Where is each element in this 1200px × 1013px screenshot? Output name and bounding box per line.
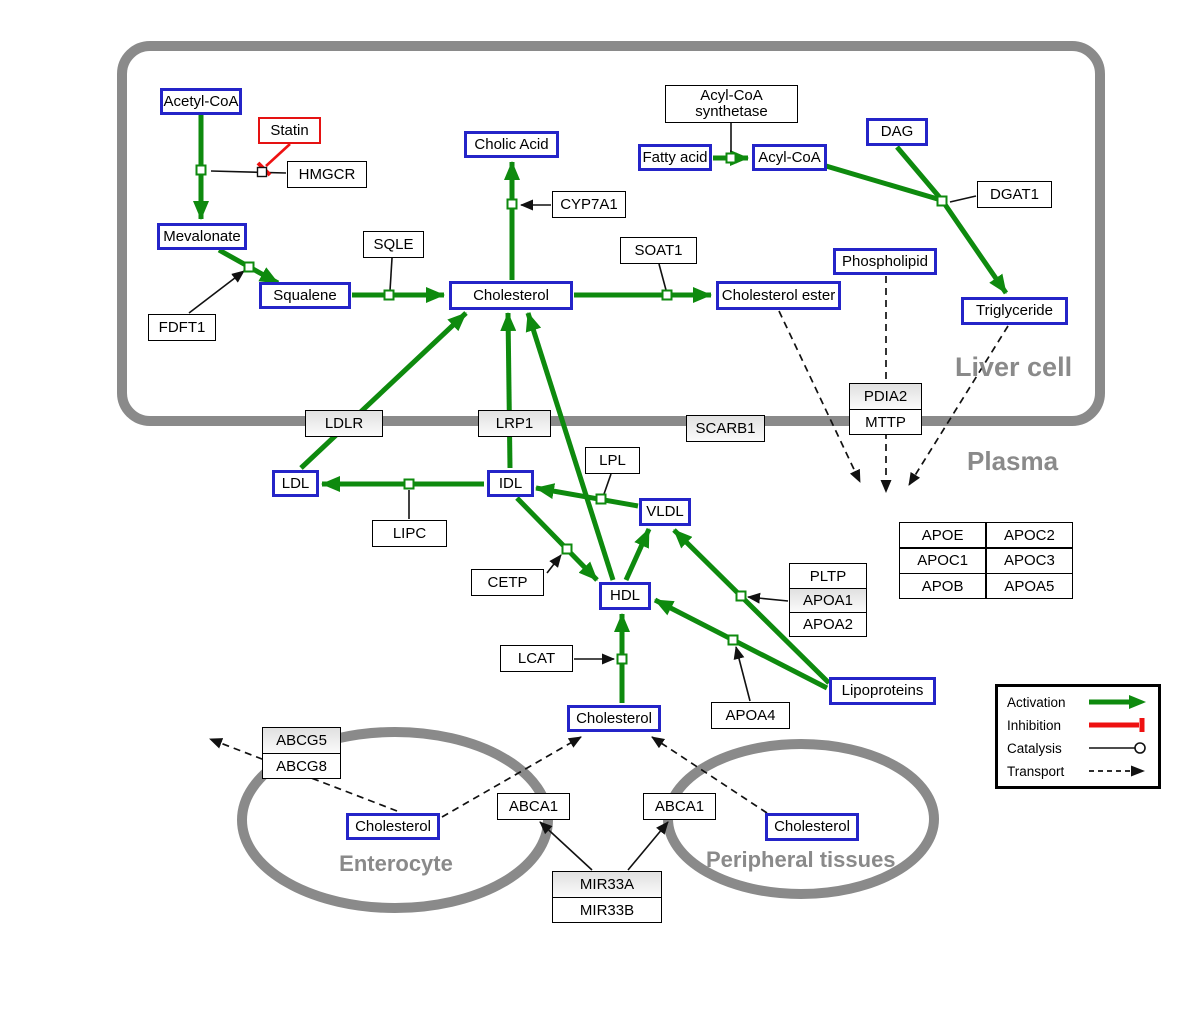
- legend-row-inhibition: Inhibition: [1007, 717, 1149, 733]
- node-squalene[interactable]: Squalene: [259, 282, 351, 309]
- node-lpl[interactable]: LPL: [585, 447, 640, 474]
- node-mir33b[interactable]: MIR33B: [553, 897, 661, 922]
- node-fdft1[interactable]: FDFT1: [148, 314, 216, 341]
- reaction-nodes: [195, 152, 948, 665]
- node-abca1-peripheral[interactable]: ABCA1: [643, 793, 716, 820]
- node-pdia2-mttp-stack: PDIA2 MTTP: [849, 383, 922, 435]
- inhibition-tbar-icon: [1089, 718, 1145, 732]
- node-hdl[interactable]: HDL: [599, 582, 651, 610]
- node-mir33-stack: MIR33A MIR33B: [552, 871, 662, 923]
- node-acyl-coa-synthetase[interactable]: Acyl-CoA synthetase: [665, 85, 798, 123]
- node-pdia2[interactable]: PDIA2: [850, 384, 921, 409]
- node-triglyceride[interactable]: Triglyceride: [961, 297, 1068, 325]
- node-pltp[interactable]: PLTP: [809, 567, 847, 585]
- node-phospholipid[interactable]: Phospholipid: [833, 248, 937, 275]
- node-fatty-acid[interactable]: Fatty acid: [638, 144, 712, 171]
- node-scarb1[interactable]: SCARB1: [686, 415, 765, 442]
- plasma-label: Plasma: [967, 446, 1059, 476]
- node-cholic-acid[interactable]: Cholic Acid: [464, 131, 559, 158]
- node-mevalonate[interactable]: Mevalonate: [157, 223, 247, 250]
- node-cholesterol-peripheral[interactable]: Cholesterol: [765, 813, 859, 841]
- node-acetyl-coa[interactable]: Acetyl-CoA: [160, 88, 242, 115]
- node-lrp1[interactable]: LRP1: [478, 410, 551, 437]
- legend: Activation Inhibition Catalysis Transpor…: [995, 684, 1161, 789]
- node-mttp[interactable]: MTTP: [850, 409, 921, 434]
- node-lipoproteins[interactable]: Lipoproteins: [829, 677, 936, 705]
- enterocyte-membrane: [237, 727, 553, 913]
- node-cetp[interactable]: CETP: [471, 569, 544, 596]
- node-dgat1[interactable]: DGAT1: [977, 181, 1052, 208]
- node-abcg5[interactable]: ABCG5: [263, 728, 340, 753]
- node-apoa2[interactable]: APOA2: [790, 612, 866, 636]
- node-apoe[interactable]: APOE: [900, 523, 986, 547]
- node-statin[interactable]: Statin: [258, 117, 321, 144]
- legend-row-transport: Transport: [1007, 763, 1149, 779]
- transport-dashed-arrow-icon: [1089, 765, 1145, 777]
- node-mir33a[interactable]: MIR33A: [553, 872, 661, 897]
- node-apoc1[interactable]: APOC1: [900, 548, 986, 573]
- node-abcg-stack: ABCG5 ABCG8: [262, 727, 341, 779]
- node-ldlr[interactable]: LDLR: [305, 410, 383, 437]
- node-apob[interactable]: APOB: [900, 574, 986, 598]
- node-apoa4[interactable]: APOA4: [711, 702, 790, 729]
- node-cholesterol-plasma[interactable]: Cholesterol: [567, 705, 661, 732]
- node-sqle[interactable]: SQLE: [363, 231, 424, 258]
- node-apoc2[interactable]: APOC2: [986, 523, 1072, 547]
- legend-inhibition-label: Inhibition: [1007, 717, 1062, 733]
- node-dag[interactable]: DAG: [866, 118, 928, 146]
- node-pltp-apoa-stack: PLTP APOA1 APOA2: [789, 563, 867, 637]
- enterocyte-label: Enterocyte: [339, 851, 453, 876]
- node-apoa5[interactable]: APOA5: [986, 574, 1072, 598]
- catalysis-edges: [188, 123, 977, 871]
- peripheral-tissues-label: Peripheral tissues: [706, 847, 896, 872]
- node-abcg8[interactable]: ABCG8: [263, 753, 340, 778]
- activation-arrow-icon: [1089, 695, 1146, 709]
- node-soat1[interactable]: SOAT1: [620, 237, 697, 264]
- node-apoc3[interactable]: APOC3: [986, 548, 1072, 573]
- node-vldl[interactable]: VLDL: [639, 498, 691, 526]
- legend-catalysis-label: Catalysis: [1007, 740, 1062, 756]
- node-apoa1[interactable]: APOA1: [790, 588, 866, 612]
- liver-cell-label: Liver cell: [955, 352, 1073, 382]
- activation-edges: [193, 115, 1009, 703]
- liver-cell-membrane: [117, 41, 1105, 426]
- legend-row-activation: Activation: [1007, 694, 1149, 710]
- node-apo-table: APOE APOC2 APOC1 APOC3 APOB APOA5: [899, 522, 1073, 599]
- legend-activation-label: Activation: [1007, 694, 1066, 710]
- node-lcat[interactable]: LCAT: [500, 645, 573, 672]
- node-cholesterol-ester[interactable]: Cholesterol ester: [716, 281, 841, 310]
- node-lipc[interactable]: LIPC: [372, 520, 447, 547]
- node-idl[interactable]: IDL: [487, 470, 534, 497]
- node-ldl[interactable]: LDL: [272, 470, 319, 497]
- compartment-outlines: [117, 41, 1105, 913]
- node-abca1-enterocyte[interactable]: ABCA1: [497, 793, 570, 820]
- catalysis-circle-icon: [1089, 742, 1146, 754]
- node-cholesterol-enterocyte[interactable]: Cholesterol: [346, 813, 440, 840]
- node-hmgcr[interactable]: HMGCR: [287, 161, 367, 188]
- catalysis-anchor-square: [256, 166, 268, 178]
- node-cholesterol-liver[interactable]: Cholesterol: [449, 281, 573, 310]
- legend-transport-label: Transport: [1007, 763, 1065, 779]
- legend-row-catalysis: Catalysis: [1007, 740, 1149, 756]
- node-cyp7a1[interactable]: CYP7A1: [552, 191, 626, 218]
- node-acyl-coa[interactable]: Acyl-CoA: [752, 144, 827, 171]
